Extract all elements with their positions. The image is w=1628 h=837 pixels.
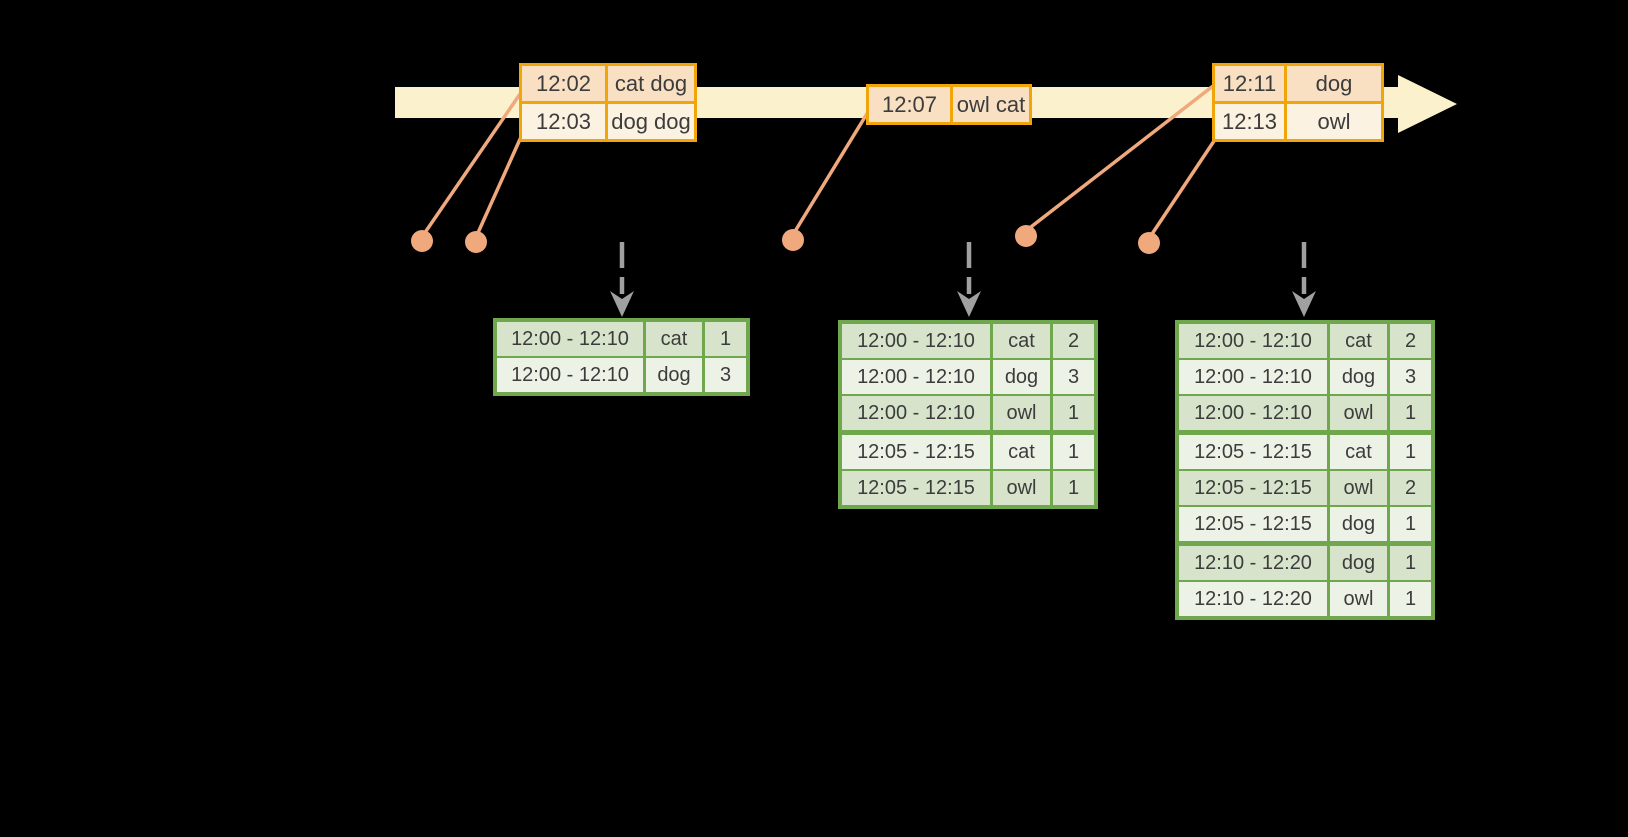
count-cell: 2 — [1390, 471, 1431, 505]
word-cell: owl — [1330, 582, 1387, 616]
window-cell: 12:00 - 12:10 — [1179, 360, 1327, 394]
window-cell: 12:05 - 12:15 — [1179, 435, 1327, 469]
time-cell: 12:02 — [522, 66, 605, 101]
trigger-arrowhead-icon — [610, 291, 634, 317]
event-time-dots — [411, 225, 1160, 254]
count-cell: 2 — [1053, 324, 1094, 358]
window-cell: 12:05 - 12:15 — [842, 471, 990, 505]
word-cell: cat — [993, 324, 1050, 358]
event-connector-line — [422, 93, 522, 235]
word-cell: cat — [1330, 324, 1387, 358]
window-cell: 12:00 - 12:10 — [1179, 324, 1327, 358]
count-cell: 2 — [1390, 324, 1431, 358]
time-cell: 12:11 — [1215, 66, 1284, 101]
event-connector-line — [792, 111, 870, 234]
event-time-dot — [1138, 232, 1160, 254]
count-cell: 1 — [1053, 471, 1094, 505]
count-cell: 1 — [1053, 435, 1094, 469]
words-cell: cat dog — [608, 66, 694, 101]
words-cell: owl cat — [953, 87, 1029, 122]
window-cell: 12:05 - 12:15 — [1179, 471, 1327, 505]
count-cell: 3 — [1390, 360, 1431, 394]
words-cell: dog dog — [608, 104, 694, 139]
trigger-arrowhead-icon — [1292, 291, 1316, 317]
words-cell: owl — [1287, 104, 1381, 139]
word-cell: dog — [993, 360, 1050, 394]
trigger-arrows — [610, 242, 1316, 317]
count-cell: 1 — [1390, 507, 1431, 541]
window-cell: 12:00 - 12:10 — [842, 396, 990, 430]
count-cell: 3 — [1053, 360, 1094, 394]
word-cell: owl — [1330, 471, 1387, 505]
window-cell: 12:00 - 12:10 — [1179, 396, 1327, 430]
window-cell: 12:05 - 12:15 — [1179, 507, 1327, 541]
event-connector-line — [475, 136, 523, 236]
word-cell: cat — [993, 435, 1050, 469]
word-cell: cat — [1330, 435, 1387, 469]
event-connectors — [422, 84, 1218, 238]
count-cell: 1 — [1390, 396, 1431, 430]
time-cell: 12:03 — [522, 104, 605, 139]
word-cell: owl — [1330, 396, 1387, 430]
event-time-dot — [1015, 225, 1037, 247]
count-cell: 1 — [1390, 435, 1431, 469]
event-time-dot — [465, 231, 487, 253]
window-cell: 12:05 - 12:15 — [842, 435, 990, 469]
count-cell: 3 — [705, 358, 746, 392]
word-cell: cat — [646, 322, 702, 356]
words-cell: dog — [1287, 66, 1381, 101]
timeline-arrowhead-icon — [1398, 75, 1457, 133]
window-cell: 12:10 - 12:20 — [1179, 546, 1327, 580]
time-cell: 12:07 — [869, 87, 950, 122]
event-connector-line — [1025, 84, 1215, 232]
word-cell: owl — [993, 396, 1050, 430]
count-cell: 1 — [1390, 582, 1431, 616]
time-cell: 12:13 — [1215, 104, 1284, 139]
window-cell: 12:00 - 12:10 — [497, 322, 643, 356]
count-cell: 1 — [1053, 396, 1094, 430]
event-connector-line — [1148, 137, 1218, 238]
event-time-dot — [782, 229, 804, 251]
count-cell: 1 — [705, 322, 746, 356]
trigger-arrowhead-icon — [957, 291, 981, 317]
word-cell: dog — [1330, 546, 1387, 580]
word-cell: dog — [646, 358, 702, 392]
window-cell: 12:00 - 12:10 — [842, 324, 990, 358]
word-cell: dog — [1330, 360, 1387, 394]
window-cell: 12:00 - 12:10 — [497, 358, 643, 392]
window-cell: 12:10 - 12:20 — [1179, 582, 1327, 616]
word-cell: owl — [993, 471, 1050, 505]
word-cell: dog — [1330, 507, 1387, 541]
window-cell: 12:00 - 12:10 — [842, 360, 990, 394]
event-time-dot — [411, 230, 433, 252]
count-cell: 1 — [1390, 546, 1431, 580]
